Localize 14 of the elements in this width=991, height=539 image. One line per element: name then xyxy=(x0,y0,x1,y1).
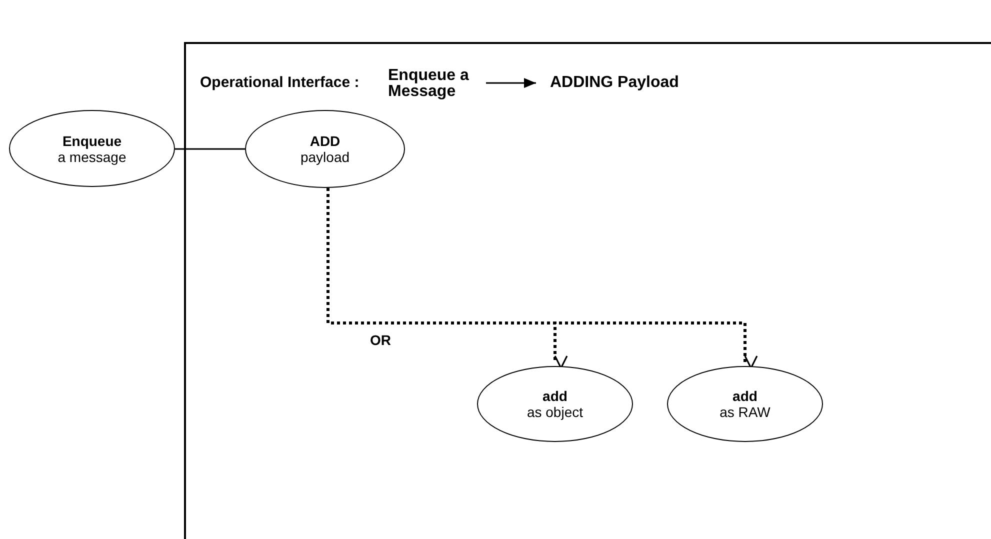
heading-text: Enqueue a Message xyxy=(388,68,470,100)
node-title: Enqueue xyxy=(62,132,122,148)
connector-line xyxy=(175,148,245,150)
node-subtitle: as object xyxy=(526,404,584,420)
heading-text: ADDING Payload xyxy=(550,75,679,91)
node-title: add xyxy=(732,388,758,404)
node-subtitle: payload xyxy=(300,149,350,165)
diagram-title: Operational Interface : xyxy=(200,74,360,91)
edge-label: OR xyxy=(368,332,393,348)
arrow xyxy=(486,78,536,88)
node-subtitle: as RAW xyxy=(720,404,770,420)
node-title: add xyxy=(542,388,568,404)
node-title: ADD xyxy=(310,133,340,149)
node-subtitle: a message xyxy=(58,148,126,164)
